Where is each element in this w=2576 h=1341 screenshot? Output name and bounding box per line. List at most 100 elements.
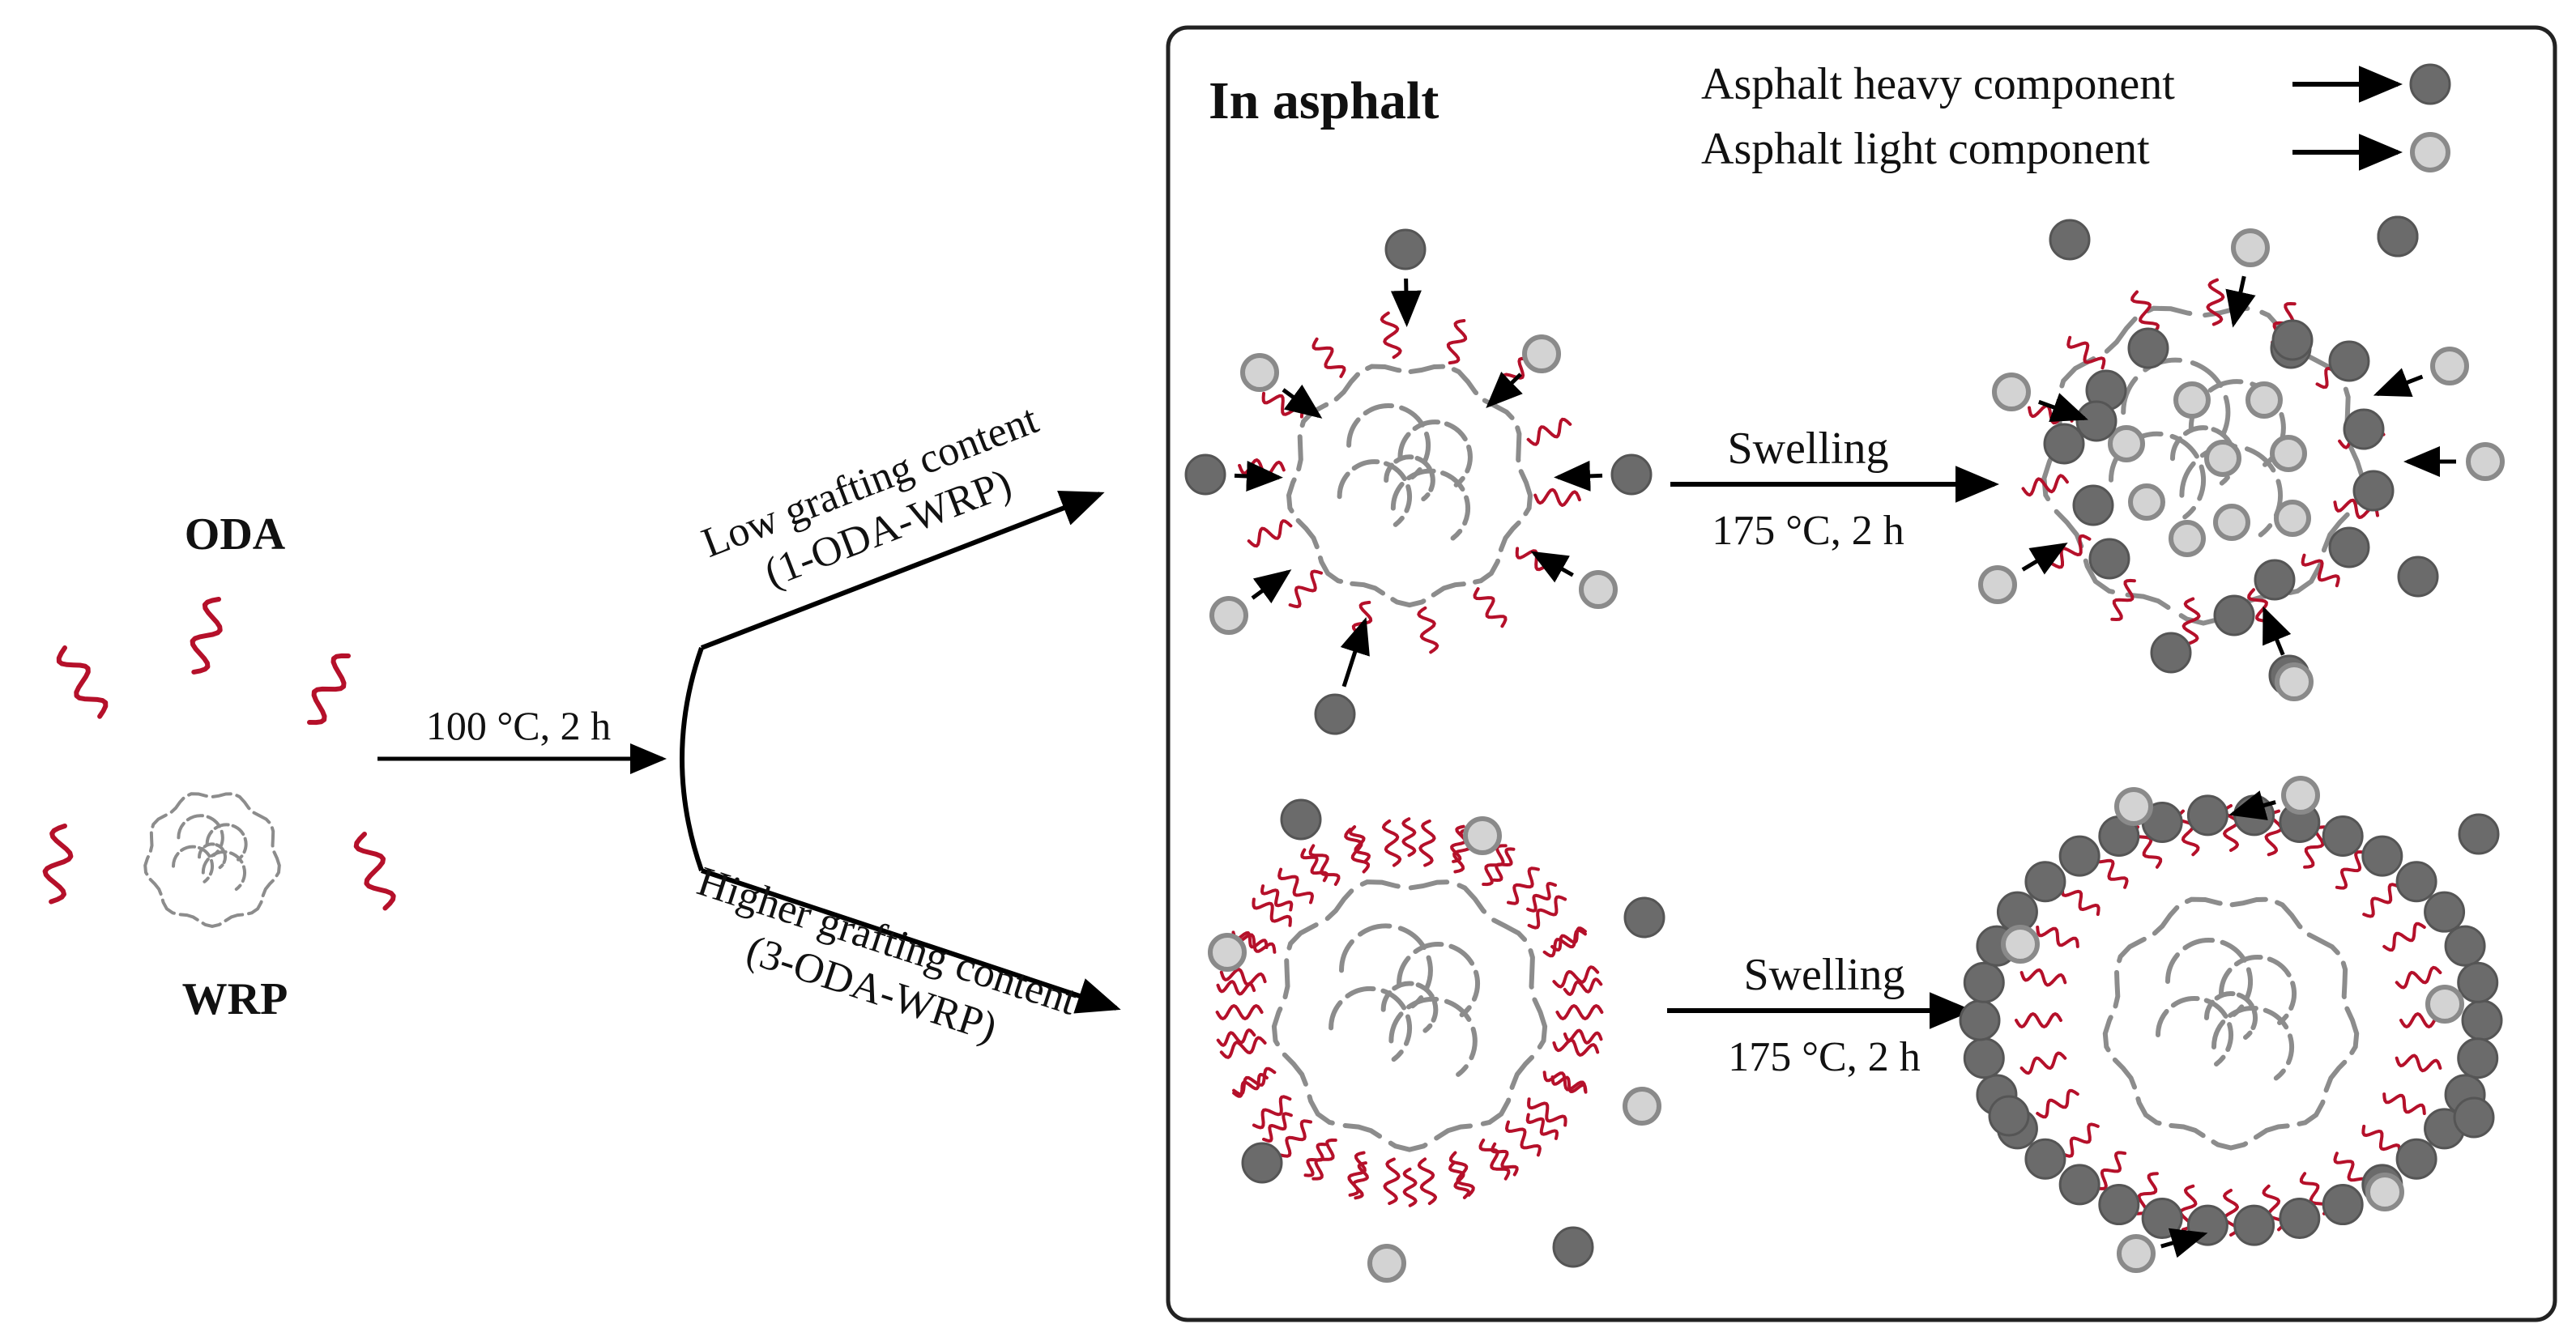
light-component-icon — [2425, 985, 2464, 1024]
oda-chain — [2061, 1122, 2100, 1158]
oda-chain — [1450, 824, 1467, 863]
heavy-component-icon — [2271, 319, 2314, 361]
heavy-component-icon — [2088, 538, 2130, 580]
wrp-core — [2041, 305, 2365, 626]
oda-chain — [1303, 1143, 1327, 1177]
heavy-component-icon — [2072, 484, 2114, 526]
swelling-top-condition: 175 °C, 2 h — [1712, 508, 1904, 554]
heavy-component-icon — [2457, 961, 2499, 1003]
oda-chain — [1478, 1139, 1511, 1181]
legend: Asphalt heavy component Asphalt light co… — [1701, 59, 2451, 174]
diffusion-arrow — [2228, 790, 2276, 820]
oda-chain — [1417, 606, 1439, 654]
diffusion-arrow — [1390, 278, 1422, 327]
oda-chain — [1552, 1038, 1600, 1057]
oda-chain — [2395, 965, 2442, 990]
oda-chain — [1216, 980, 1256, 996]
oda-chain — [1526, 417, 1572, 446]
oda-chain — [2061, 884, 2100, 917]
light-component-icon — [2117, 1234, 2156, 1273]
heavy-component-icon — [1988, 1095, 2030, 1137]
heavy-component-icon — [2233, 794, 2275, 837]
heavy-component-icon — [1610, 453, 1653, 496]
oda-chain — [2181, 597, 2201, 645]
light-component-icon — [2281, 776, 2320, 815]
oda-chain — [2110, 578, 2136, 621]
low-grafting-particle-before — [1184, 228, 1653, 735]
legend-heavy-swatch — [2409, 63, 2451, 105]
light-component-icon — [1208, 933, 1247, 972]
heavy-component-icon — [1623, 896, 1665, 939]
oda-chain — [1550, 926, 1587, 951]
reactants-group: ODA WRP — [42, 509, 396, 1024]
light-component-icon — [1978, 565, 2017, 604]
heavy-component-icon — [2322, 1184, 2364, 1226]
wrp-core — [2102, 896, 2360, 1151]
oda-chain — [1308, 844, 1341, 886]
oda-chain — [1563, 977, 1603, 996]
light-component-icon — [1992, 372, 2031, 411]
heavy-component-icon — [2127, 327, 2169, 369]
heavy-component-icon — [2361, 835, 2403, 877]
oda-chain — [1352, 1161, 1369, 1200]
oda-chain — [2361, 1124, 2401, 1156]
light-component-icon — [2430, 347, 2469, 385]
wrp-core — [143, 792, 281, 929]
heavy-component-icon — [1314, 693, 1356, 735]
oda-chain — [1238, 458, 1286, 478]
light-component-icon — [2270, 435, 2307, 472]
wrp-label: WRP — [182, 974, 288, 1024]
heavy-component-icon — [2186, 794, 2228, 837]
oda-chain — [1252, 1095, 1292, 1130]
oda-chain — [353, 832, 396, 911]
oda-chain — [1262, 1112, 1293, 1143]
heavy-component-icon — [2352, 470, 2395, 512]
oda-chain — [2015, 1012, 2062, 1028]
low-grafting-particle-swollen — [1978, 215, 2505, 701]
oda-chain — [1555, 1004, 1604, 1020]
oda-chain — [1473, 587, 1508, 628]
diffusion-arrow — [2160, 1228, 2208, 1258]
light-component-icon — [1623, 1087, 1661, 1126]
light-component-icon — [1367, 1244, 1406, 1283]
heavy-component-icon — [2043, 423, 2085, 465]
light-component-icon — [2245, 381, 2283, 419]
oda-chain — [1507, 866, 1540, 905]
light-component-icon — [2204, 440, 2241, 477]
heavy-component-icon — [2233, 1204, 2275, 1246]
oda-chain — [1482, 844, 1508, 887]
diffusion-arrow — [2263, 606, 2292, 656]
light-component-icon — [1522, 334, 1561, 373]
light-component-icon — [2114, 787, 2153, 826]
oda-chain — [190, 597, 223, 675]
diffusion-arrow — [2037, 393, 2088, 422]
swelling-arrow-top: Swelling 175 °C, 2 h — [1670, 424, 1999, 554]
heavy-component-icon — [2453, 1096, 2495, 1139]
oda-chain — [1247, 519, 1293, 548]
oda-chain — [2206, 278, 2225, 326]
heavy-component-icon — [2328, 340, 2370, 382]
oda-chain — [42, 824, 74, 905]
heavy-component-icon — [2377, 215, 2419, 258]
oda-chain — [1279, 1119, 1312, 1158]
oda-chain — [1349, 825, 1371, 864]
oda-chain — [1526, 882, 1557, 913]
light-component-icon — [2001, 925, 2040, 964]
oda-chain — [1552, 965, 1600, 989]
oda-chain — [2021, 474, 2069, 497]
reaction-arrow: 100 °C, 2 h — [377, 703, 667, 774]
diffusion-arrow — [1251, 569, 1292, 604]
legend-light-label: Asphalt light component — [1701, 124, 2150, 174]
oda-chain — [2019, 1051, 2067, 1075]
light-component-icon — [2365, 1173, 2404, 1211]
heavy-component-icon — [2150, 632, 2192, 674]
heavy-component-icon — [1552, 1226, 1594, 1268]
oda-chain — [2382, 1092, 2426, 1115]
oda-chain — [2028, 404, 2074, 425]
oda-chain — [1542, 1071, 1587, 1092]
oda-chain — [1505, 1120, 1542, 1157]
swelling-bottom-label: Swelling — [1743, 950, 1904, 1000]
diffusion-arrow — [1234, 461, 1283, 492]
heavy-component-icon — [2279, 1197, 2321, 1239]
